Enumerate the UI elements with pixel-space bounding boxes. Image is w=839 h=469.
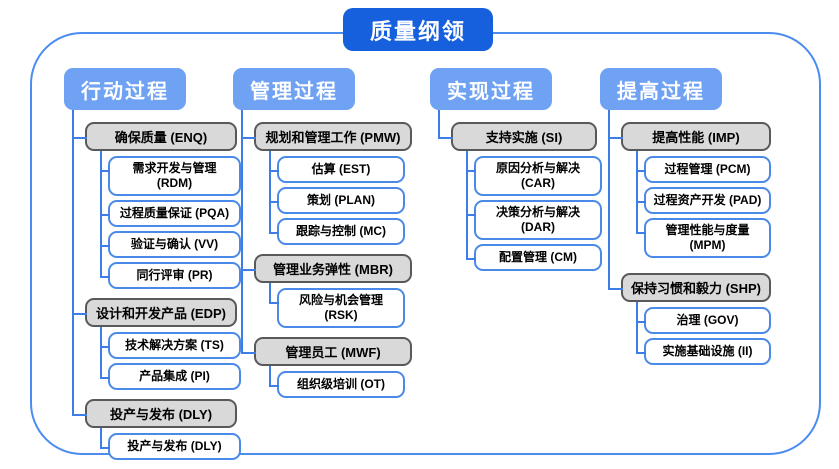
child-list: 需求开发与管理 (RDM) 过程质量保证 (PQA) 验证与确认 (VV) 同行评审 … bbox=[100, 151, 241, 289]
process-box-plan: 策划 (PLAN) bbox=[277, 187, 405, 214]
process-box-rsk: 风险与机会管理 (RSK) bbox=[277, 288, 405, 328]
process-box-gov: 治理 (GOV) bbox=[644, 307, 771, 334]
process-box-mwf: 管理员工 (MWF) bbox=[254, 337, 412, 366]
process-box-si: 支持实施 (SI) bbox=[451, 122, 597, 151]
group-node-shp: 保持习惯和毅力 (SHP) 治理 (GOV) 实施基础设施 (II) bbox=[608, 273, 771, 365]
child-node-plan: 策划 (PLAN) bbox=[269, 187, 412, 218]
process-box-mbr: 管理业务弹性 (MBR) bbox=[254, 254, 412, 283]
child-node-pr: 同行评审 (PR) bbox=[100, 262, 241, 289]
process-box-pi: 产品集成 (PI) bbox=[108, 363, 241, 390]
child-node-pcm: 过程管理 (PCM) bbox=[636, 156, 771, 187]
process-box-enq: 确保质量 (ENQ) bbox=[85, 122, 237, 151]
process-box-est: 估算 (EST) bbox=[277, 156, 405, 183]
process-box-pad: 过程资产开发 (PAD) bbox=[644, 187, 771, 214]
child-node-ot: 组织级培训 (OT) bbox=[269, 371, 412, 398]
column-header-2: 管理过程 bbox=[233, 68, 355, 110]
child-list: 技术解决方案 (TS) 产品集成 (PI) bbox=[100, 327, 241, 390]
child-node-rdm: 需求开发与管理 (RDM) bbox=[100, 156, 241, 200]
process-box-vv: 验证与确认 (VV) bbox=[108, 231, 241, 258]
child-node-vv: 验证与确认 (VV) bbox=[100, 231, 241, 262]
group-list: 提高性能 (IMP) 过程管理 (PCM) 过程资产开发 (PAD) 管理性能与度量 … bbox=[608, 110, 771, 365]
child-node-gov: 治理 (GOV) bbox=[636, 307, 771, 338]
group-node-si: 支持实施 (SI) 原因分析与解决 (CAR)决策分析与解决 (DAR) 配置管理 … bbox=[438, 122, 602, 271]
process-box-edp: 设计和开发产品 (EDP) bbox=[85, 298, 237, 327]
process-box-mpm: 管理性能与度量 (MPM) bbox=[644, 218, 771, 258]
process-column-2: 管理过程规划和管理工作 (PMW) 估算 (EST) 策划 (PLAN) 跟踪与控制 … bbox=[233, 68, 412, 398]
process-box-shp: 保持习惯和毅力 (SHP) bbox=[621, 273, 771, 302]
process-box-pmw: 规划和管理工作 (PMW) bbox=[254, 122, 412, 151]
process-box-pcm: 过程管理 (PCM) bbox=[644, 156, 771, 183]
child-list: 原因分析与解决 (CAR)决策分析与解决 (DAR) 配置管理 (CM) bbox=[466, 151, 602, 271]
column-header-4: 提高过程 bbox=[600, 68, 722, 110]
process-box-dar: 决策分析与解决 (DAR) bbox=[474, 200, 602, 240]
process-box-pqa: 过程质量保证 (PQA) bbox=[108, 200, 241, 227]
process-box-ts: 技术解决方案 (TS) bbox=[108, 332, 241, 359]
child-node-pi: 产品集成 (PI) bbox=[100, 363, 241, 390]
child-node-cm: 配置管理 (CM) bbox=[466, 244, 602, 271]
process-box-imp: 提高性能 (IMP) bbox=[621, 122, 771, 151]
process-box-mc: 跟踪与控制 (MC) bbox=[277, 218, 405, 245]
process-box-ot: 组织级培训 (OT) bbox=[277, 371, 405, 398]
child-node-pqa: 过程质量保证 (PQA) bbox=[100, 200, 241, 231]
child-node-est: 估算 (EST) bbox=[269, 156, 412, 187]
group-list: 规划和管理工作 (PMW) 估算 (EST) 策划 (PLAN) 跟踪与控制 (MC)… bbox=[241, 110, 412, 398]
child-node-dar: 决策分析与解决 (DAR) bbox=[466, 200, 602, 244]
child-node-dly: 投产与发布 (DLY) bbox=[100, 433, 241, 460]
child-node-rsk: 风险与机会管理 (RSK) bbox=[269, 288, 412, 328]
group-node-imp: 提高性能 (IMP) 过程管理 (PCM) 过程资产开发 (PAD) 管理性能与度量 … bbox=[608, 122, 771, 282]
group-list: 确保质量 (ENQ) 需求开发与管理 (RDM) 过程质量保证 (PQA) 验证与确认… bbox=[72, 110, 241, 460]
group-list: 支持实施 (SI) 原因分析与解决 (CAR)决策分析与解决 (DAR) 配置管理 … bbox=[438, 110, 602, 271]
child-list: 估算 (EST) 策划 (PLAN) 跟踪与控制 (MC) bbox=[269, 151, 412, 245]
process-box-pr: 同行评审 (PR) bbox=[108, 262, 241, 289]
process-box-dly: 投产与发布 (DLY) bbox=[108, 433, 241, 460]
process-box-rdm: 需求开发与管理 (RDM) bbox=[108, 156, 241, 196]
group-node-pmw: 规划和管理工作 (PMW) 估算 (EST) 策划 (PLAN) 跟踪与控制 (MC) bbox=[241, 122, 412, 254]
group-node-edp: 设计和开发产品 (EDP) 技术解决方案 (TS) 产品集成 (PI) bbox=[72, 298, 241, 399]
process-column-3: 实现过程支持实施 (SI) 原因分析与解决 (CAR)决策分析与解决 (DAR) 配… bbox=[430, 68, 602, 271]
child-list: 风险与机会管理 (RSK) bbox=[269, 283, 412, 328]
child-node-car: 原因分析与解决 (CAR) bbox=[466, 156, 602, 200]
child-node-mpm: 管理性能与度量 (MPM) bbox=[636, 218, 771, 258]
process-box-dly: 投产与发布 (DLY) bbox=[85, 399, 237, 428]
process-column-1: 行动过程确保质量 (ENQ) 需求开发与管理 (RDM) 过程质量保证 (PQA) 验… bbox=[64, 68, 241, 460]
group-node-mwf: 管理员工 (MWF) 组织级培训 (OT) bbox=[241, 337, 412, 398]
child-node-pad: 过程资产开发 (PAD) bbox=[636, 187, 771, 218]
group-node-mbr: 管理业务弹性 (MBR) 风险与机会管理 (RSK) bbox=[241, 254, 412, 337]
process-box-cm: 配置管理 (CM) bbox=[474, 244, 602, 271]
child-list: 治理 (GOV) 实施基础设施 (II) bbox=[636, 302, 771, 365]
group-node-enq: 确保质量 (ENQ) 需求开发与管理 (RDM) 过程质量保证 (PQA) 验证与确认… bbox=[72, 122, 241, 298]
column-header-1: 行动过程 bbox=[64, 68, 186, 110]
process-column-4: 提高过程提高性能 (IMP) 过程管理 (PCM) 过程资产开发 (PAD) 管理性能… bbox=[600, 68, 771, 365]
child-node-ts: 技术解决方案 (TS) bbox=[100, 332, 241, 363]
child-list: 投产与发布 (DLY) bbox=[100, 428, 241, 460]
group-node-dly: 投产与发布 (DLY) 投产与发布 (DLY) bbox=[72, 399, 241, 460]
child-node-mc: 跟踪与控制 (MC) bbox=[269, 218, 412, 245]
child-list: 过程管理 (PCM) 过程资产开发 (PAD) 管理性能与度量 (MPM) bbox=[636, 151, 771, 258]
child-list: 组织级培训 (OT) bbox=[269, 366, 412, 398]
child-node-ii: 实施基础设施 (II) bbox=[636, 338, 771, 365]
column-header-3: 实现过程 bbox=[430, 68, 552, 110]
process-box-ii: 实施基础设施 (II) bbox=[644, 338, 771, 365]
diagram-title: 质量纲领 bbox=[343, 8, 493, 51]
process-box-car: 原因分析与解决 (CAR) bbox=[474, 156, 602, 196]
